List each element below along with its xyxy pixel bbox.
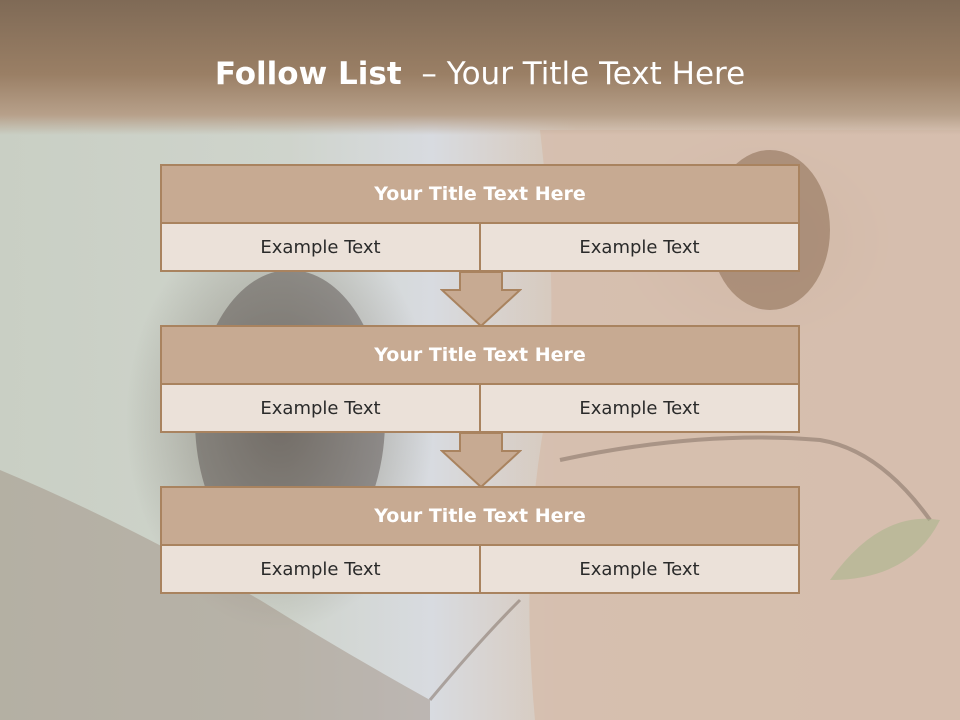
block-row: Example Text Example Text <box>162 385 798 431</box>
title-bar <box>0 0 960 135</box>
block-cell-right: Example Text <box>479 385 798 431</box>
slide-title: Follow List – Your Title Text Here <box>0 56 960 92</box>
block-cell-right: Example Text <box>479 224 798 270</box>
list-block-1: Your Title Text Here Example Text Exampl… <box>160 164 800 272</box>
block-title: Your Title Text Here <box>162 166 798 224</box>
list-block-2: Your Title Text Here Example Text Exampl… <box>160 325 800 433</box>
block-row: Example Text Example Text <box>162 224 798 270</box>
down-arrow-icon <box>440 271 522 328</box>
slide-title-bold: Follow List <box>214 56 402 92</box>
block-cell-left: Example Text <box>162 546 479 592</box>
block-cell-left: Example Text <box>162 385 479 431</box>
list-block-3: Your Title Text Here Example Text Exampl… <box>160 486 800 594</box>
leaf-shape <box>830 518 940 580</box>
branch-shape <box>0 470 430 720</box>
block-row: Example Text Example Text <box>162 546 798 592</box>
block-cell-left: Example Text <box>162 224 479 270</box>
down-arrow-icon <box>440 432 522 489</box>
block-cell-right: Example Text <box>479 546 798 592</box>
block-title: Your Title Text Here <box>162 488 798 546</box>
block-title: Your Title Text Here <box>162 327 798 385</box>
slide-title-rest: – Your Title Text Here <box>421 56 746 92</box>
